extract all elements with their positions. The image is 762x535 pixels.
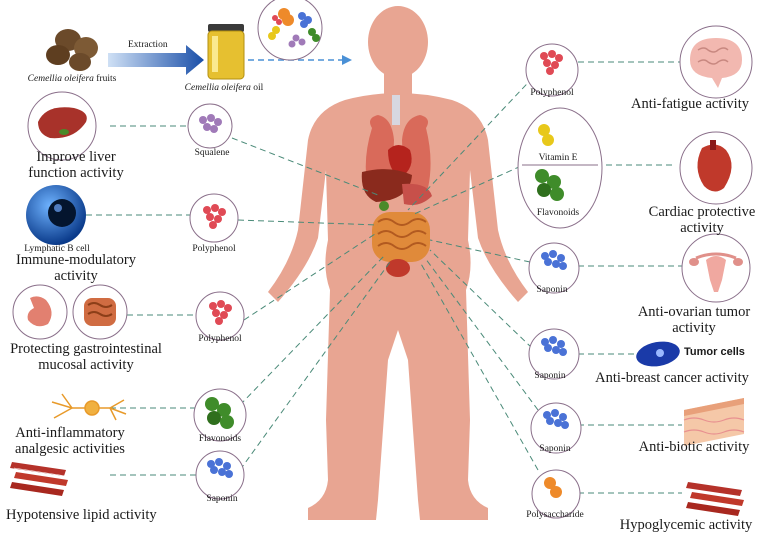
- polyphenol-gastro-circle: [195, 291, 245, 341]
- saponin-left-label: Saponin: [206, 494, 238, 504]
- tumor-cell-image: [636, 341, 680, 367]
- muscle-fibers-left-image: [10, 462, 68, 496]
- polyphenol-right-circle: [525, 43, 579, 97]
- extraction-label: Extraction: [128, 40, 168, 50]
- oil-caption: Cemellia oleifera oil: [185, 83, 264, 93]
- compounds-mix-circle: [257, 0, 323, 61]
- inflammatory-activity-line-1: Anti-inflammatory: [15, 425, 125, 441]
- immune-activity-line-1: Immune-modulatory: [15, 252, 137, 268]
- immune-activity-line-2: activity: [54, 267, 98, 284]
- heart-image: [679, 131, 753, 205]
- flavonoids-left-circle: [193, 388, 247, 442]
- squalene-circle: [187, 103, 233, 149]
- liver-activity-line-2: function activity: [28, 164, 124, 181]
- glycemic-activity-label: Hypoglycemic activity: [619, 517, 753, 533]
- flavonoids-right-label: Flavonoids: [536, 208, 580, 218]
- connector-lines: [86, 61, 682, 494]
- tumor-cells-label: Tumor cells: [684, 346, 745, 358]
- lymphatic-b-cell-image: [26, 185, 86, 245]
- oil-to-body-arrowhead: [342, 55, 352, 65]
- neuron-image: [51, 393, 127, 421]
- saponin-biotic-circle: [530, 402, 582, 454]
- hypotensive-activity-label: Hypotensive lipid activity: [6, 507, 157, 523]
- liver-image: [27, 91, 97, 161]
- human-body: [268, 6, 528, 520]
- polyphenol-right-label: Polyphenol: [530, 88, 574, 98]
- camellia-oil-jar-image: [207, 24, 245, 80]
- polysaccharide-label: Polysaccharide: [526, 510, 584, 520]
- saponin-left-circle: [195, 450, 245, 500]
- intestine-image: [72, 284, 128, 340]
- fruit-caption: Cemellia oleifera fruits: [28, 74, 117, 84]
- polysaccharide-circle: [531, 469, 581, 519]
- fruit-name: Cemellia oleifera: [27, 74, 94, 84]
- saponin-breast-label: Saponin: [534, 371, 566, 381]
- saponin-biotic-label: Saponin: [539, 444, 571, 454]
- ovarian-activity-line-1: Anti-ovarian tumor: [637, 304, 751, 320]
- camellia-fruits-image: [46, 29, 98, 71]
- extraction-arrow: [108, 45, 204, 75]
- saponin-breast-circle: [528, 328, 580, 380]
- polyphenol-immune-circle: [189, 193, 239, 243]
- fruit-suffix: fruits: [93, 74, 117, 84]
- inflammatory-activity-line-2: analgesic activities: [15, 440, 125, 457]
- fatigue-activity-label: Anti-fatigue activity: [631, 96, 749, 112]
- muscle-fibers-right-image: [686, 482, 744, 516]
- polyphenol-immune-label: Polyphenol: [192, 244, 236, 254]
- oil-name: Cemellia oleifera: [184, 83, 251, 93]
- ovarian-activity-line-2: activity: [672, 319, 716, 336]
- gastro-activity-line-1: Protecting gastrointestinal: [10, 341, 162, 357]
- saponin-ovarian-circle: [528, 242, 580, 294]
- saponin-ovarian-label: Saponin: [536, 285, 568, 295]
- stomach-image: [12, 284, 68, 340]
- brain-image: [679, 25, 753, 99]
- polyphenol-gastro-label: Polyphenol: [198, 334, 242, 344]
- uterus-image: [681, 233, 751, 303]
- flavonoids-left-label: Flavonoids: [198, 434, 242, 444]
- vitamin-e-flavonoids-oval: [517, 107, 603, 229]
- vitamin-e-label: Vitamin E: [538, 153, 578, 163]
- biotic-activity-label: Anti-biotic activity: [638, 439, 750, 455]
- breast-activity-label: Anti-breast cancer activity: [595, 370, 749, 386]
- cardiac-activity-line-2: activity: [680, 219, 724, 236]
- cardiac-activity-line-1: Cardiac protective: [648, 204, 756, 220]
- gastro-activity-line-2: mucosal activity: [38, 356, 134, 373]
- lymphatic-b-cell-label: Lymphatic B cell: [24, 244, 90, 254]
- liver-activity-line-1: Improve liver: [36, 149, 116, 165]
- squalene-label: Squalene: [194, 148, 230, 158]
- skin-layers-image: [683, 398, 745, 446]
- oil-suffix: oil: [250, 83, 264, 93]
